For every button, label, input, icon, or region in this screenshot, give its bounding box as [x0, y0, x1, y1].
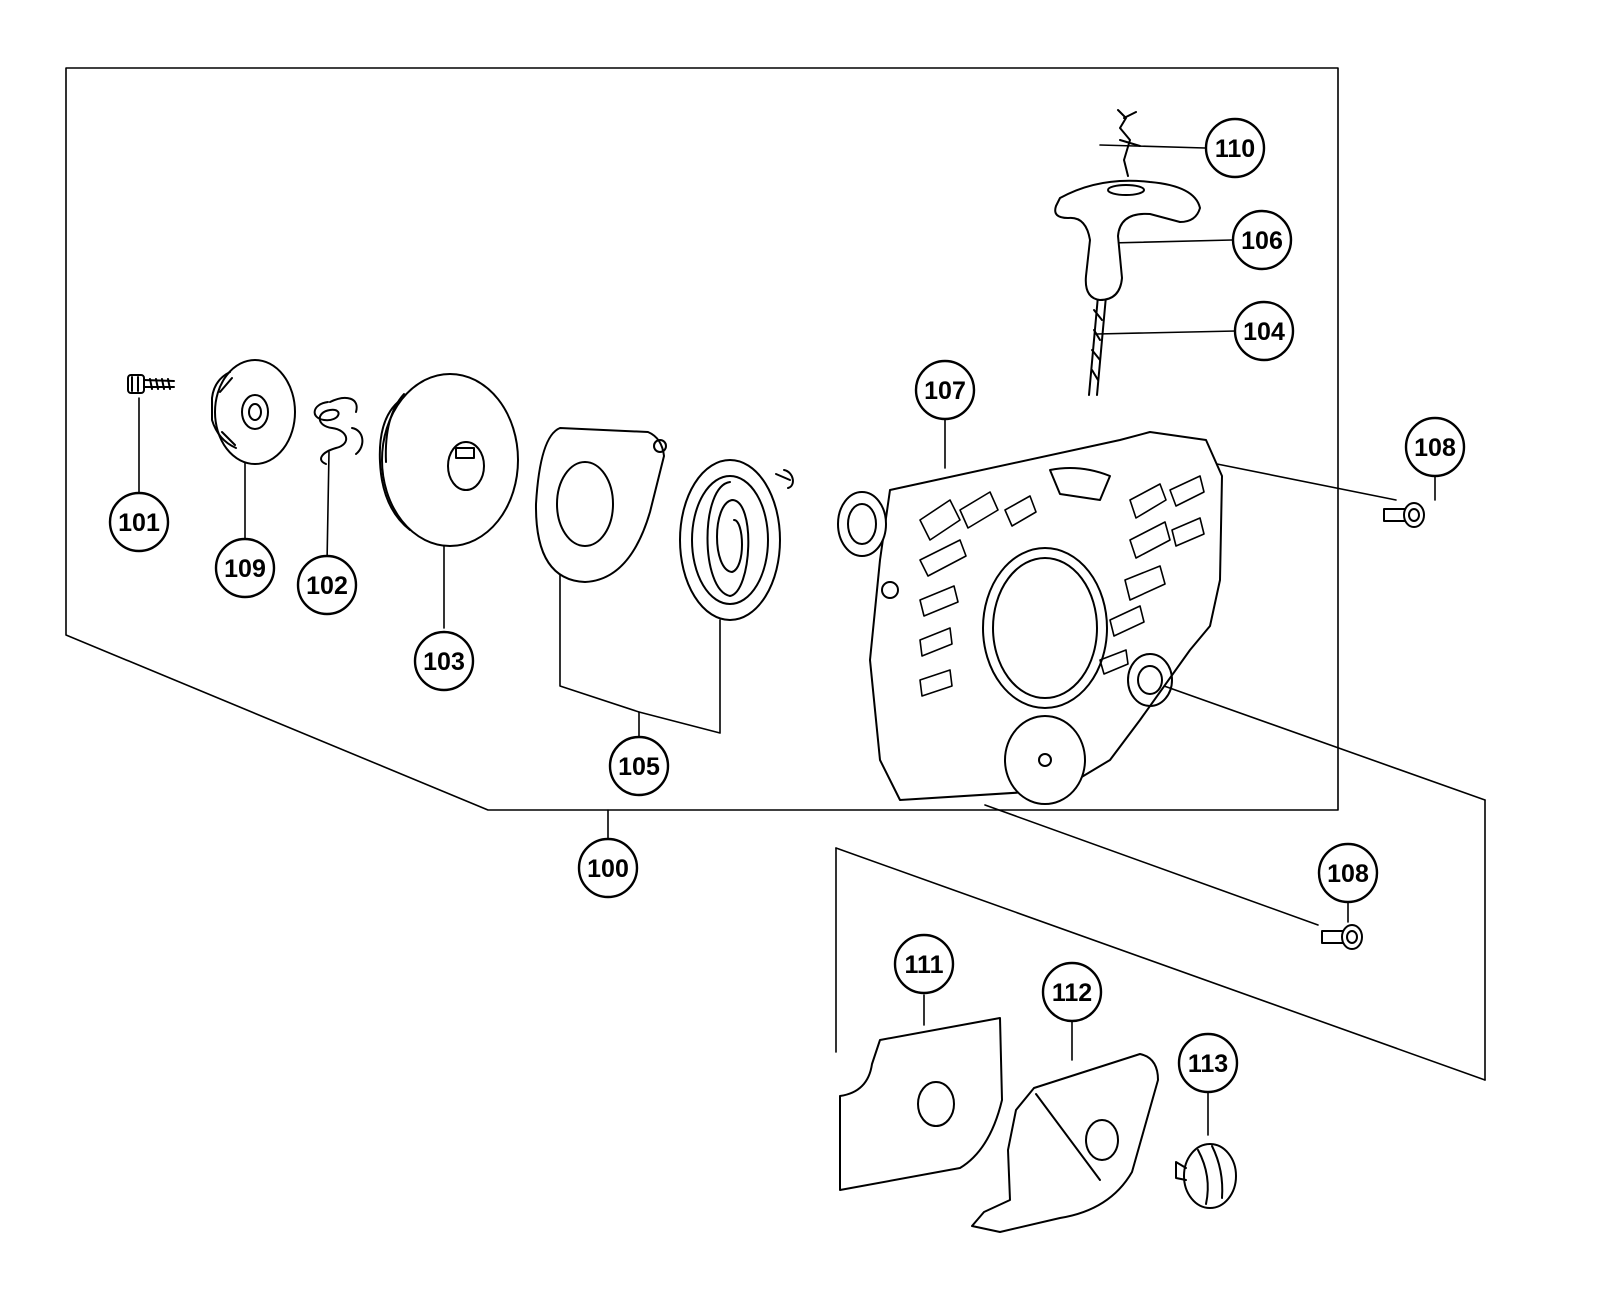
- shoulder-bolt-icon: [1383, 502, 1425, 528]
- starter-rope-icon: [1088, 295, 1107, 396]
- callout-111: 111: [893, 933, 955, 995]
- starter-housing-icon: [837, 431, 1223, 805]
- callout-110: 110: [1204, 117, 1266, 179]
- callout-label: 109: [224, 555, 266, 583]
- gasket-plate-icon: [839, 1017, 1003, 1191]
- callout-label: 104: [1243, 318, 1285, 346]
- leader-lines: [138, 144, 1436, 1136]
- callout-107: 107: [914, 359, 976, 421]
- shoulder-bolt-icon: [1321, 924, 1363, 950]
- callout-circle: [413, 630, 475, 692]
- assembly-100-boundary: [65, 67, 1339, 811]
- callout-label: 100: [587, 855, 629, 883]
- callout-label: 110: [1215, 135, 1255, 163]
- callout-label: 108: [1414, 434, 1456, 462]
- callout-circle: [1204, 117, 1266, 179]
- callout-circle: [214, 537, 276, 599]
- callout-113: 113: [1177, 1032, 1239, 1094]
- callout-circle: [108, 491, 170, 553]
- callout-layer: 100 101 102 103 104 105 106 107 108 108 109 110 111 1…: [108, 117, 1466, 1094]
- callout-label: 112: [1052, 979, 1092, 1007]
- callout-label: 111: [905, 951, 944, 979]
- torsion-spring-icon: [313, 396, 364, 465]
- recoil-spring-assembly-icon: [534, 427, 794, 621]
- callout-circle: [1404, 416, 1466, 478]
- callout-circle: [296, 554, 358, 616]
- rope-knot-icon: [1117, 109, 1141, 177]
- callout-101: 101: [108, 491, 170, 553]
- callout-103: 103: [413, 630, 475, 692]
- callout-label: 108: [1327, 860, 1369, 888]
- callout-circle: [914, 359, 976, 421]
- callout-circle: [1231, 209, 1293, 271]
- callout-109: 109: [214, 537, 276, 599]
- callout-112: 112: [1041, 961, 1103, 1023]
- screw-icon: [127, 374, 175, 394]
- callout-label: 103: [423, 648, 465, 676]
- callout-108a: 108: [1404, 416, 1466, 478]
- callout-circle: [893, 933, 955, 995]
- callout-105: 105: [608, 735, 670, 797]
- callout-100: 100: [577, 837, 639, 899]
- callout-108b: 108: [1317, 842, 1379, 904]
- starter-handle-icon: [1054, 179, 1201, 301]
- callout-label: 105: [618, 753, 660, 781]
- callout-label: 107: [924, 377, 966, 405]
- callout-label: 106: [1241, 227, 1283, 255]
- rope-pulley-icon: [378, 373, 519, 547]
- callout-circle: [1233, 300, 1295, 362]
- pulley-cap-icon: [211, 359, 296, 465]
- callout-circle: [1041, 961, 1103, 1023]
- callout-circle: [1177, 1032, 1239, 1094]
- callout-label: 113: [1188, 1050, 1228, 1078]
- callout-label: 102: [306, 572, 348, 600]
- callout-circle: [1317, 842, 1379, 904]
- callout-104: 104: [1233, 300, 1295, 362]
- callout-circle: [608, 735, 670, 797]
- cover-group-boundary: [835, 680, 1486, 1081]
- callout-circle: [577, 837, 639, 899]
- callout-106: 106: [1231, 209, 1293, 271]
- cover-plate-icon: [971, 1053, 1159, 1233]
- knob-nut-icon: [1175, 1143, 1237, 1209]
- callout-102: 102: [296, 554, 358, 616]
- callout-label: 101: [118, 509, 160, 537]
